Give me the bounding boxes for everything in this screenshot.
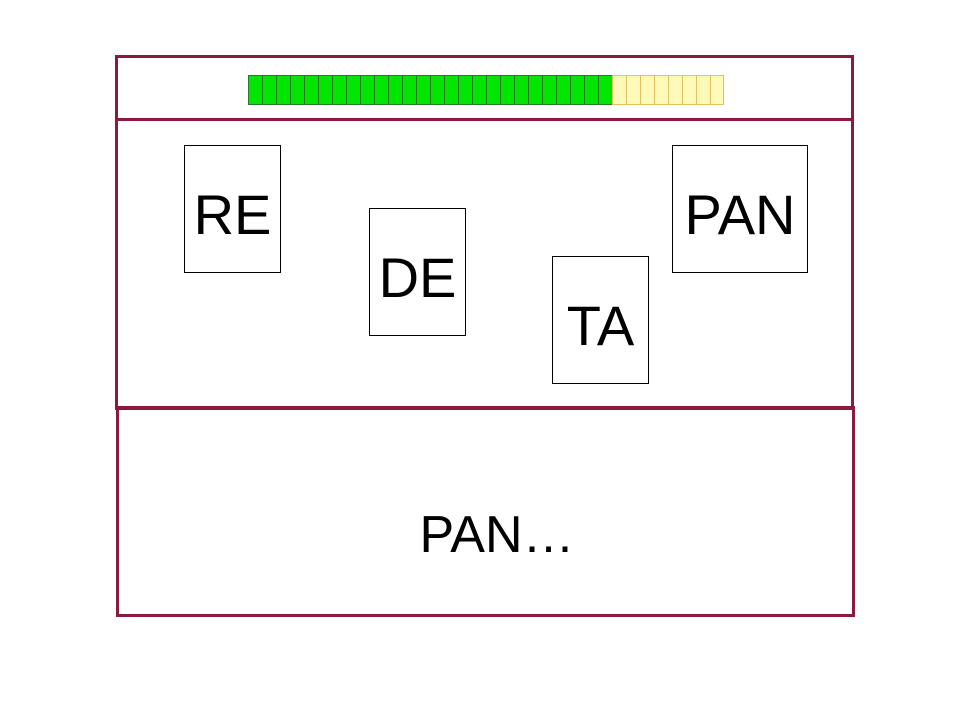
syllable-card-re[interactable]: RE: [184, 145, 281, 273]
progress-segment-complete: [304, 75, 318, 105]
progress-segment-complete: [542, 75, 556, 105]
syllable-card-pan[interactable]: PAN: [672, 145, 808, 273]
progress-segment-empty: [710, 75, 724, 105]
syllable-card-de[interactable]: DE: [369, 208, 466, 336]
progress-segment-empty: [626, 75, 640, 105]
progress-segment-complete: [388, 75, 402, 105]
progress-segment-complete: [472, 75, 486, 105]
progress-segment-complete: [458, 75, 472, 105]
progress-segment-complete: [402, 75, 416, 105]
progress-segment-empty: [696, 75, 710, 105]
progress-segment-complete: [346, 75, 360, 105]
progress-segment-complete: [444, 75, 458, 105]
progress-segment-complete: [318, 75, 332, 105]
progress-segment-empty: [612, 75, 626, 105]
progress-segment-empty: [682, 75, 696, 105]
progress-segment-complete: [360, 75, 374, 105]
progress-segment-complete: [528, 75, 542, 105]
progress-segment-complete: [514, 75, 528, 105]
syllable-card-ta[interactable]: TA: [552, 256, 649, 384]
progress-segment-complete: [430, 75, 444, 105]
progress-segment-complete: [556, 75, 570, 105]
progress-segment-complete: [570, 75, 584, 105]
progress-segment-complete: [598, 75, 612, 105]
progress-segment-empty: [640, 75, 654, 105]
progress-segment-complete: [332, 75, 346, 105]
progress-segment-empty: [668, 75, 682, 105]
progress-segment-complete: [486, 75, 500, 105]
answer-panel: [116, 406, 855, 617]
progress-segment-complete: [374, 75, 388, 105]
progress-segment-complete: [248, 75, 262, 105]
progress-segment-complete: [500, 75, 514, 105]
progress-segment-complete: [290, 75, 304, 105]
progress-bar: [248, 75, 724, 105]
progress-segment-complete: [584, 75, 598, 105]
progress-segment-complete: [416, 75, 430, 105]
answer-word: PAN…: [419, 506, 575, 564]
progress-segment-complete: [262, 75, 276, 105]
progress-segment-empty: [654, 75, 668, 105]
progress-segment-complete: [276, 75, 290, 105]
